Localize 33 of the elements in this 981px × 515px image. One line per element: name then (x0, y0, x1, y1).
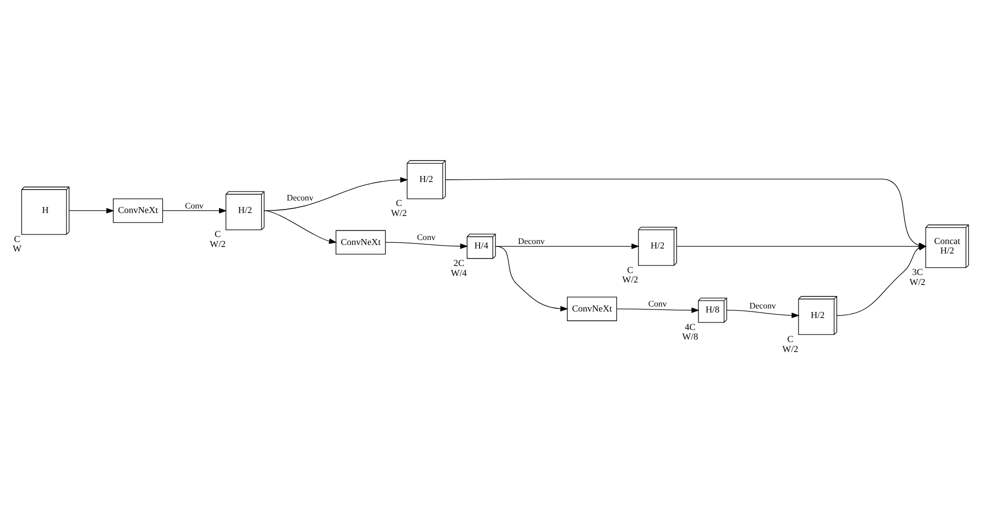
arrow (836, 245, 927, 316)
node-label: W/2 (622, 274, 638, 285)
arrow (264, 210, 337, 244)
node-label: C (14, 234, 20, 244)
node-label: 2C (453, 258, 464, 268)
edge-label: Deconv (518, 236, 545, 246)
node-label: W/4 (450, 268, 467, 278)
node-label: C (396, 198, 402, 208)
node-label: C (787, 334, 794, 344)
arrow (616, 307, 700, 313)
edge-label: Conv (416, 232, 436, 242)
node-label: 4C (684, 322, 696, 332)
node-label: W/2 (782, 344, 798, 354)
edge-label: Conv (185, 200, 204, 210)
node-label: W/2 (210, 239, 226, 250)
arrow (162, 208, 227, 214)
node-label: 3C (912, 267, 923, 278)
arrow (68, 208, 114, 214)
node-box: ConvNeXt (112, 198, 163, 223)
arrow (385, 242, 468, 250)
edge-label: Deconv (286, 192, 314, 202)
node-label: C (214, 229, 221, 240)
edge-label: Conv (648, 298, 667, 309)
arrow (726, 310, 800, 318)
arrow (495, 246, 568, 312)
node-label: W/2 (390, 208, 407, 218)
node-label: W (12, 244, 22, 254)
node-label: C (627, 264, 634, 275)
node-box: ConvNeXt (336, 230, 386, 255)
node-box: ConvNeXt (566, 296, 618, 322)
edge-label: Deconv (749, 300, 776, 310)
node-label: W/8 (682, 332, 698, 342)
node-label: W/2 (910, 276, 926, 287)
